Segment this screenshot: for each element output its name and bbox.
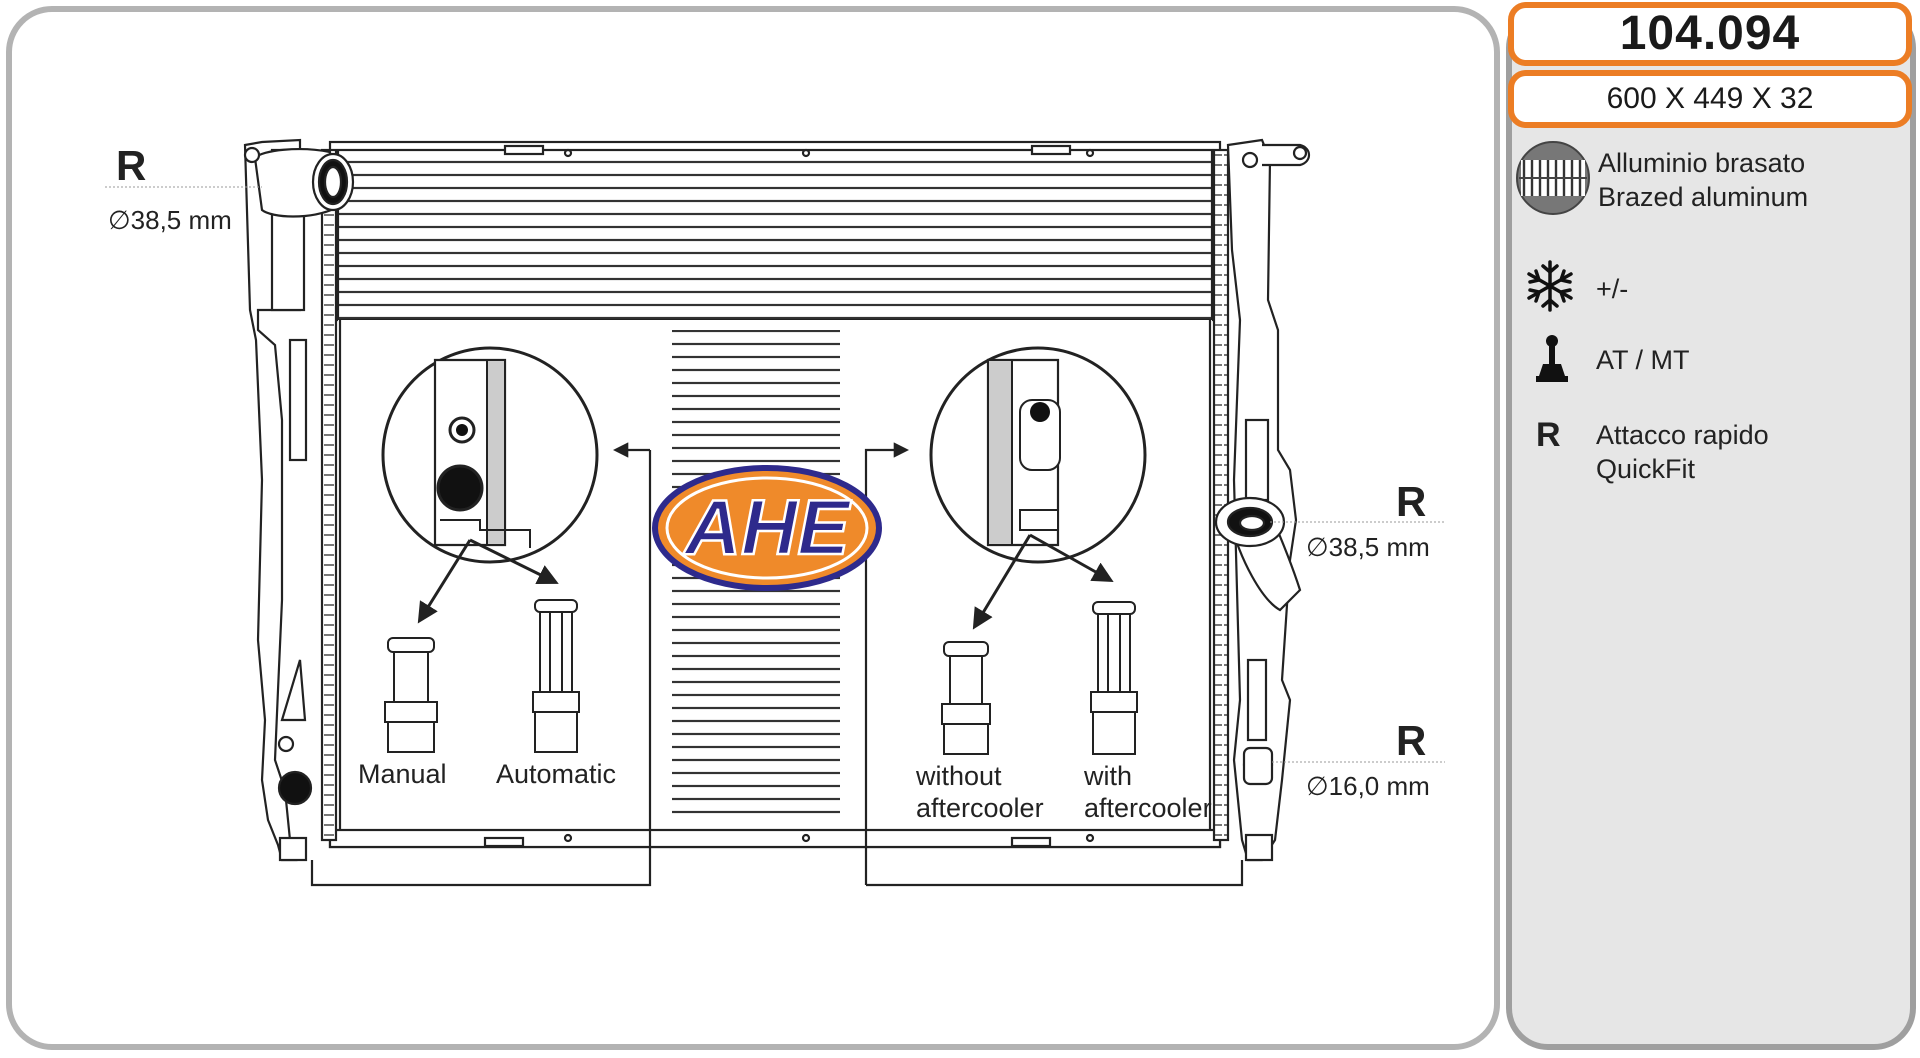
dimensions: 600 X 449 X 32: [1508, 70, 1912, 128]
callout-diameter-left-top: ∅38,5 mm: [108, 205, 232, 235]
right-tank: [1214, 138, 1311, 862]
part-number: 104.094: [1508, 2, 1912, 66]
left-tank: [243, 138, 355, 862]
callout-diameter-right-low: ∅16,0 mm: [1306, 771, 1430, 801]
label-automatic: Automatic: [496, 759, 617, 789]
aftercooler-detail: [929, 346, 1147, 630]
callout-diameter-right-mid: ∅38,5 mm: [1306, 532, 1430, 562]
spec-connector-letter: R: [1536, 416, 1561, 454]
logo-text: AHE: [683, 483, 852, 571]
spec-transmission: AT / MT: [1596, 345, 1690, 375]
gear-shift-icon: [1536, 335, 1568, 382]
fitting-with-aftercooler: [1090, 601, 1138, 755]
fitting-without-aftercooler: [941, 641, 991, 755]
spec-ac: +/-: [1596, 274, 1629, 304]
label-without-aftercooler: aftercooler: [916, 793, 1044, 823]
brazed-aluminum-icon: [1516, 141, 1590, 215]
spec-connector-en: QuickFit: [1596, 454, 1696, 484]
callout-r-left-top: R: [116, 142, 147, 189]
spec-material-it: Alluminio brasato: [1598, 148, 1806, 178]
manual-automatic-detail: [381, 346, 599, 624]
snowflake-icon: [1527, 260, 1573, 312]
detail-connector-lines: [310, 442, 1244, 887]
ahe-logo: AHE: [652, 465, 882, 591]
fitting-automatic: [532, 599, 580, 753]
label-manual: Manual: [358, 759, 447, 789]
callout-r-right-mid: R: [1396, 478, 1427, 525]
label-without: without: [916, 761, 1002, 791]
label-with-aftercooler: aftercooler: [1084, 793, 1212, 823]
label-with: with: [1084, 761, 1133, 791]
spec-material-en: Brazed aluminum: [1598, 182, 1809, 212]
spec-connector-it: Attacco rapido: [1596, 420, 1769, 450]
callout-lines: [105, 186, 1445, 763]
callout-r-right-low: R: [1396, 717, 1427, 764]
fitting-manual: [384, 637, 438, 753]
